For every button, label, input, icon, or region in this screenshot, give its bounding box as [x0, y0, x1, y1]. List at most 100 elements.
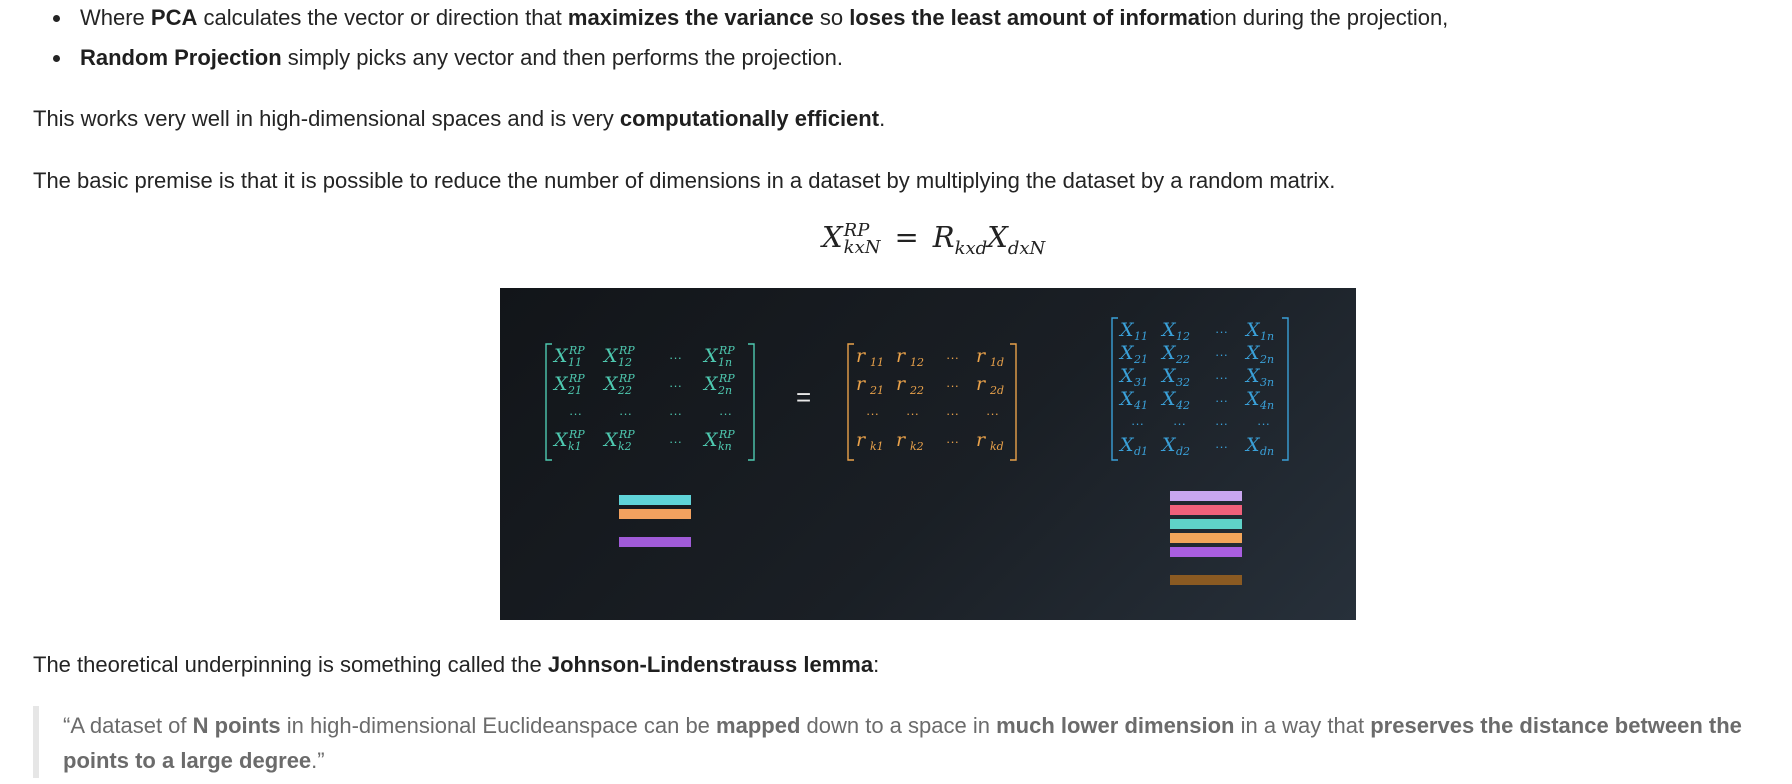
right-bars-bar-3 — [1170, 533, 1242, 543]
mid-matrix-cell-2-1: ··· — [906, 406, 919, 421]
mid-matrix-sub-1-1: 22 — [909, 384, 924, 397]
right-matrix-cell-3-2: ··· — [1215, 393, 1228, 408]
left-bars-bar-0 — [619, 495, 691, 505]
right-matrix-cell-5-0: X — [1118, 434, 1135, 456]
paragraph-premise: The basic premise is that it is possible… — [33, 168, 1336, 193]
right-matrix-sub-1-0: 21 — [1133, 353, 1148, 366]
right-matrix-cell-2-1: X — [1160, 365, 1177, 387]
left-matrix-cell-1-2: ··· — [669, 378, 682, 393]
text: down to a space in — [800, 713, 997, 738]
formula-lhs: X — [822, 220, 843, 254]
mid-matrix-cell-0-2: ··· — [946, 350, 959, 365]
mid-matrix-cell-3-3: r — [976, 429, 987, 451]
mid-matrix-cell-3-2: ··· — [946, 434, 959, 449]
right-bars-bar-4 — [1170, 547, 1242, 557]
right-matrix-cell-2-2: ··· — [1215, 370, 1228, 385]
right-matrix-cell-5-2: ··· — [1215, 439, 1228, 454]
mid-matrix-right-bracket — [1010, 343, 1017, 461]
mid-matrix-cell-3-1: r — [896, 429, 907, 451]
paragraph-lemma: The theoretical underpinning is somethin… — [33, 650, 879, 680]
comparison-list: Where PCA calculates the vector or direc… — [40, 0, 1448, 78]
right-matrix-cell-0-2: ··· — [1215, 324, 1228, 339]
left-matrix-sup-1-3: RP — [718, 372, 735, 385]
right-bars-bar-2 — [1170, 519, 1242, 529]
left-matrix-cell-1-3: X — [702, 373, 719, 395]
left-matrix-sup-3-1: RP — [618, 428, 635, 441]
left-matrix-sub-0-0: 11 — [568, 356, 582, 369]
right-matrix-sub-2-3: 3n — [1260, 376, 1274, 389]
right-matrix-cell-3-1: X — [1160, 388, 1177, 410]
right-matrix-cell-2-3: X — [1244, 365, 1261, 387]
right-matrix-cell-1-2: ··· — [1215, 347, 1228, 362]
left-matrix-sub-3-0: k1 — [568, 440, 582, 453]
mid-matrix-cell-1-1: r — [896, 373, 907, 395]
bold-preserves-distance: preserves the distance between the point… — [63, 713, 1742, 773]
left-matrix-cell-3-2: ··· — [669, 434, 682, 449]
right-matrix-sub-5-1: d2 — [1176, 445, 1190, 458]
left-matrix-right-bracket — [748, 343, 755, 461]
formula-lhs-sup: RP — [843, 220, 870, 241]
right-matrix-cell-4-2: ··· — [1215, 416, 1228, 431]
right-matrix-cell-5-3: X — [1244, 434, 1261, 456]
left-matrix-sup-0-1: RP — [618, 344, 635, 357]
right-matrix-left-bracket — [1111, 317, 1118, 461]
bold-random-projection: Random Projection — [80, 45, 282, 70]
right-matrix-sub-3-3: 4n — [1259, 399, 1274, 412]
mid-matrix-sub-3-3: kd — [990, 440, 1004, 453]
right-matrix-cell-1-3: X — [1244, 342, 1261, 364]
left-matrix-sup-1-0: RP — [568, 372, 585, 385]
right-matrix-cell-4-3: ··· — [1257, 416, 1270, 431]
left-matrix-cell-2-2: ··· — [669, 406, 682, 421]
left-matrix-cell-1-1: X — [602, 373, 619, 395]
right-matrix-sub-3-0: 41 — [1133, 399, 1148, 412]
formula-equals: = — [894, 220, 919, 254]
bullet-dot — [53, 55, 60, 62]
left-matrix-left-bracket — [545, 343, 552, 461]
mid-matrix-sub-1-0: 21 — [869, 384, 884, 397]
right-matrix-sub-5-3: dn — [1260, 445, 1274, 458]
formula-x-sub: dxN — [1007, 237, 1046, 259]
formula-r: R — [932, 220, 955, 254]
left-bars-bar-1 — [619, 509, 691, 519]
left-matrix-sub-0-1: 12 — [618, 356, 632, 369]
list-item-random-projection: Random Projection simply picks any vecto… — [40, 38, 1448, 78]
bold-n-points: N points — [192, 713, 281, 738]
right-matrix-cell-0-1: X — [1160, 319, 1177, 341]
bold-jl-lemma: Johnson-Lindenstrauss lemma — [547, 652, 874, 677]
mid-matrix-sub-0-3: 1d — [990, 356, 1004, 369]
left-matrix-sup-0-0: RP — [568, 344, 585, 357]
mid-matrix-cell-1-2: ··· — [946, 378, 959, 393]
bold-maximizes-variance: maximizes the variance — [567, 5, 814, 30]
right-bars-bar-6 — [1170, 575, 1242, 585]
left-matrix-sup-0-3: RP — [718, 344, 735, 357]
mid-matrix-sub-0-1: 12 — [910, 356, 924, 369]
left-matrix-sub-0-3: 1n — [718, 356, 732, 369]
text: This works very well in high-dimensional… — [33, 106, 620, 131]
mid-matrix-sub-0-0: 11 — [870, 356, 884, 369]
right-matrix-sub-0-1: 12 — [1176, 330, 1190, 343]
right-matrix-cell-3-0: X — [1118, 388, 1135, 410]
formula-lhs-sub: kxN — [843, 237, 881, 258]
right-matrix-cell-0-0: X — [1118, 319, 1135, 341]
text: so — [813, 5, 850, 30]
left-matrix-sub-3-3: kn — [718, 440, 732, 453]
formula-x: X — [987, 220, 1008, 254]
text: Where — [80, 5, 151, 30]
right-matrix-sub-1-3: 2n — [1259, 353, 1274, 366]
left-matrix-sub-1-3: 2n — [717, 384, 732, 397]
mid-matrix-left-bracket — [847, 343, 854, 461]
bold-loses-least-info: loses the least amount of informat — [849, 5, 1208, 30]
list-item-pca: Where PCA calculates the vector or direc… — [40, 0, 1448, 38]
paragraph-efficiency: This works very well in high-dimensional… — [33, 104, 885, 134]
mid-matrix-cell-0-3: r — [976, 345, 987, 367]
figure-equals-sign: = — [796, 382, 811, 412]
left-matrix-sup-3-3: RP — [718, 428, 735, 441]
right-matrix-sub-2-0: 31 — [1134, 376, 1148, 389]
left-matrix-cell-0-3: X — [702, 345, 719, 367]
formula-r-sub: kxd — [954, 237, 988, 259]
